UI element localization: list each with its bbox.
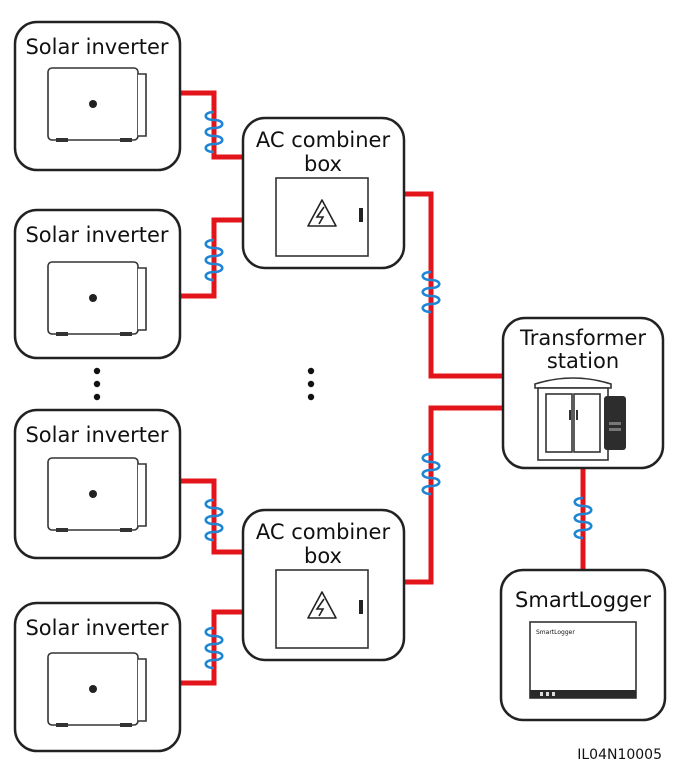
more-inverters-ellipsis bbox=[93, 367, 101, 401]
ac-combiner-box-node: AC combiner box bbox=[241, 508, 406, 662]
lightning-icon bbox=[307, 591, 337, 619]
transformer-station-node: Transformer station bbox=[501, 316, 665, 470]
node-label-line1: Transformer bbox=[519, 326, 646, 350]
inverter-icon bbox=[47, 67, 147, 142]
solar-inverter-node: Solar inverter bbox=[13, 601, 182, 753]
solar-inverter-node: Solar inverter bbox=[13, 20, 182, 172]
coil-icon bbox=[204, 110, 224, 154]
more-combiners-ellipsis bbox=[307, 367, 315, 401]
inverter-icon bbox=[47, 652, 147, 727]
smartlogger-node: SmartLogger SmartLogger bbox=[499, 568, 667, 722]
node-label-line2: station bbox=[547, 349, 619, 373]
coil-icon bbox=[421, 270, 441, 314]
node-label: Solar inverter bbox=[25, 35, 168, 59]
coil-icon bbox=[573, 496, 593, 540]
node-label: Solar inverter bbox=[25, 616, 168, 640]
device-brand-text: SmartLogger bbox=[536, 629, 575, 636]
node-label-line1: AC combiner bbox=[256, 128, 391, 152]
inverter-icon bbox=[47, 457, 147, 532]
ac-combiner-box-node: AC combiner box bbox=[241, 116, 406, 270]
node-label-line2: box bbox=[304, 152, 342, 176]
node-label: SmartLogger bbox=[515, 588, 651, 612]
coil-icon bbox=[204, 626, 224, 670]
node-label: Solar inverter bbox=[25, 223, 168, 247]
cable-inverter-1-to-combiner-1 bbox=[180, 90, 243, 160]
node-label-line2: box bbox=[304, 544, 342, 568]
cable-inverter-2-to-combiner-1 bbox=[180, 217, 243, 299]
coil-icon bbox=[204, 238, 224, 282]
smartlogger-device-icon: SmartLogger bbox=[529, 621, 637, 699]
coil-icon bbox=[204, 498, 224, 542]
figure-id: IL04N10005 bbox=[577, 747, 662, 763]
coil-icon bbox=[421, 452, 441, 496]
transformer-icon bbox=[534, 377, 626, 461]
inverter-icon bbox=[47, 261, 147, 336]
cable-combiner-1-to-transformer bbox=[404, 191, 503, 379]
node-label: Solar inverter bbox=[25, 423, 168, 447]
lightning-icon bbox=[307, 199, 337, 227]
combiner-cabinet-icon bbox=[275, 177, 369, 257]
coils bbox=[204, 110, 593, 670]
node-label-line1: AC combiner bbox=[256, 520, 391, 544]
solar-inverter-node: Solar inverter bbox=[13, 408, 182, 560]
solar-inverter-node: Solar inverter bbox=[13, 208, 182, 360]
combiner-cabinet-icon bbox=[275, 569, 369, 649]
cable-combiner-2-to-transformer bbox=[404, 405, 503, 585]
cable-inverter-4-to-combiner-2 bbox=[180, 609, 243, 686]
